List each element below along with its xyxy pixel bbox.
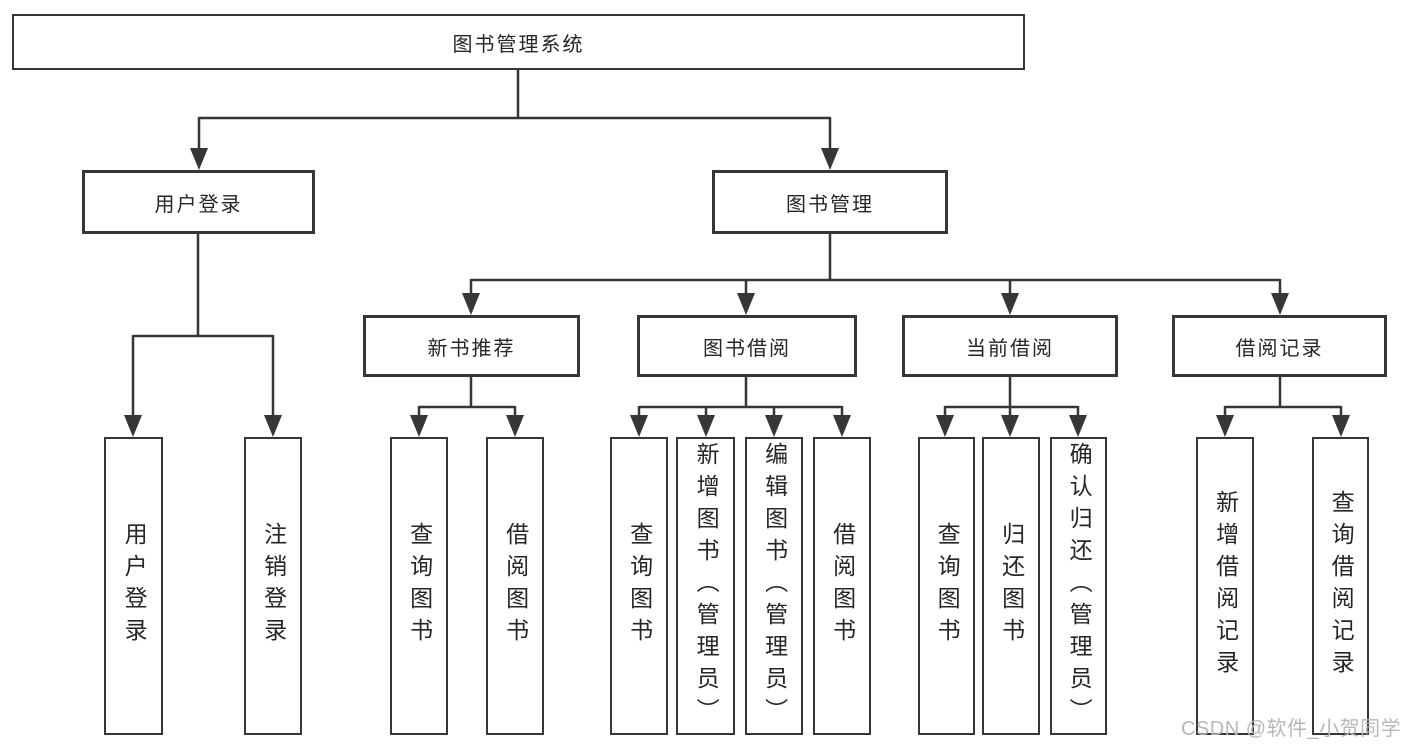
leaf-add-book-admin: 新增图书（管理员） <box>676 437 735 735</box>
leaf-query-borrow-record: 查询借阅记录 <box>1312 437 1369 735</box>
leaf-user-login: 用户登录 <box>104 437 163 735</box>
leaf-edit-book-admin: 编辑图书（管理员） <box>745 437 803 735</box>
leaf-query-books-current: 查询图书 <box>918 437 975 735</box>
node-book-management-label: 图书管理 <box>786 193 874 216</box>
connector-newbook-to-leaves <box>417 377 517 417</box>
leaf-query-books-borrow: 查询图书 <box>610 437 668 735</box>
leaf-add-borrow-record: 新增借阅记录 <box>1196 437 1254 735</box>
node-current-borrow: 当前借阅 <box>902 315 1118 377</box>
connector-currentborrow-to-leaves <box>943 377 1080 417</box>
leaf-query-borrow-record-label: 查询借阅记录 <box>1328 490 1355 682</box>
leaf-user-login-label: 用户登录 <box>121 522 148 650</box>
leaf-borrow-books-recommend: 借阅图书 <box>486 437 544 735</box>
leaf-logout-label: 注销登录 <box>260 522 287 650</box>
leaf-query-books-recommend-label: 查询图书 <box>406 522 433 650</box>
leaf-add-book-admin-label: 新增图书（管理员） <box>693 442 720 730</box>
leaf-borrow-books-recommend-label: 借阅图书 <box>502 522 529 650</box>
node-current-borrow-label: 当前借阅 <box>966 337 1054 360</box>
node-borrow-record: 借阅记录 <box>1172 315 1387 377</box>
node-library-system-label: 图书管理系统 <box>452 33 585 56</box>
node-book-borrow: 图书借阅 <box>637 315 857 377</box>
leaf-return-book: 归还图书 <box>982 437 1040 735</box>
node-user-login-label: 用户登录 <box>154 193 243 216</box>
node-book-borrow-label: 图书借阅 <box>703 337 791 360</box>
leaf-return-book-label: 归还图书 <box>998 522 1025 650</box>
node-library-system: 图书管理系统 <box>12 14 1025 70</box>
leaf-borrow-books: 借阅图书 <box>813 437 871 735</box>
arrowheads <box>124 148 1350 437</box>
leaf-query-books-borrow-label: 查询图书 <box>626 522 653 650</box>
connector-userlogin-to-leaves <box>131 234 275 417</box>
leaf-confirm-return-admin-label: 确认归还（管理员） <box>1066 442 1093 730</box>
connector-root-to-level2 <box>197 70 832 150</box>
connector-borrowrecord-to-leaves <box>1223 377 1343 417</box>
connector-bookborrow-to-leaves <box>637 377 844 417</box>
csdn-watermark: CSDN @软件_小贺同学 <box>1181 718 1402 740</box>
leaf-edit-book-admin-label: 编辑图书（管理员） <box>761 442 788 730</box>
leaf-borrow-books-label: 借阅图书 <box>829 522 856 650</box>
node-new-book-recommend: 新书推荐 <box>363 315 580 377</box>
node-book-management: 图书管理 <box>712 170 948 234</box>
node-new-book-recommend-label: 新书推荐 <box>427 337 516 360</box>
leaf-query-books-current-label: 查询图书 <box>934 522 961 650</box>
leaf-query-books-recommend: 查询图书 <box>390 437 448 735</box>
node-borrow-record-label: 借阅记录 <box>1235 337 1324 360</box>
leaf-add-borrow-record-label: 新增借阅记录 <box>1212 490 1239 682</box>
leaf-confirm-return-admin: 确认归还（管理员） <box>1050 437 1107 735</box>
node-user-login: 用户登录 <box>82 170 315 234</box>
connector-bookmgmt-to-level3 <box>469 234 1282 294</box>
leaf-logout: 注销登录 <box>244 437 302 735</box>
